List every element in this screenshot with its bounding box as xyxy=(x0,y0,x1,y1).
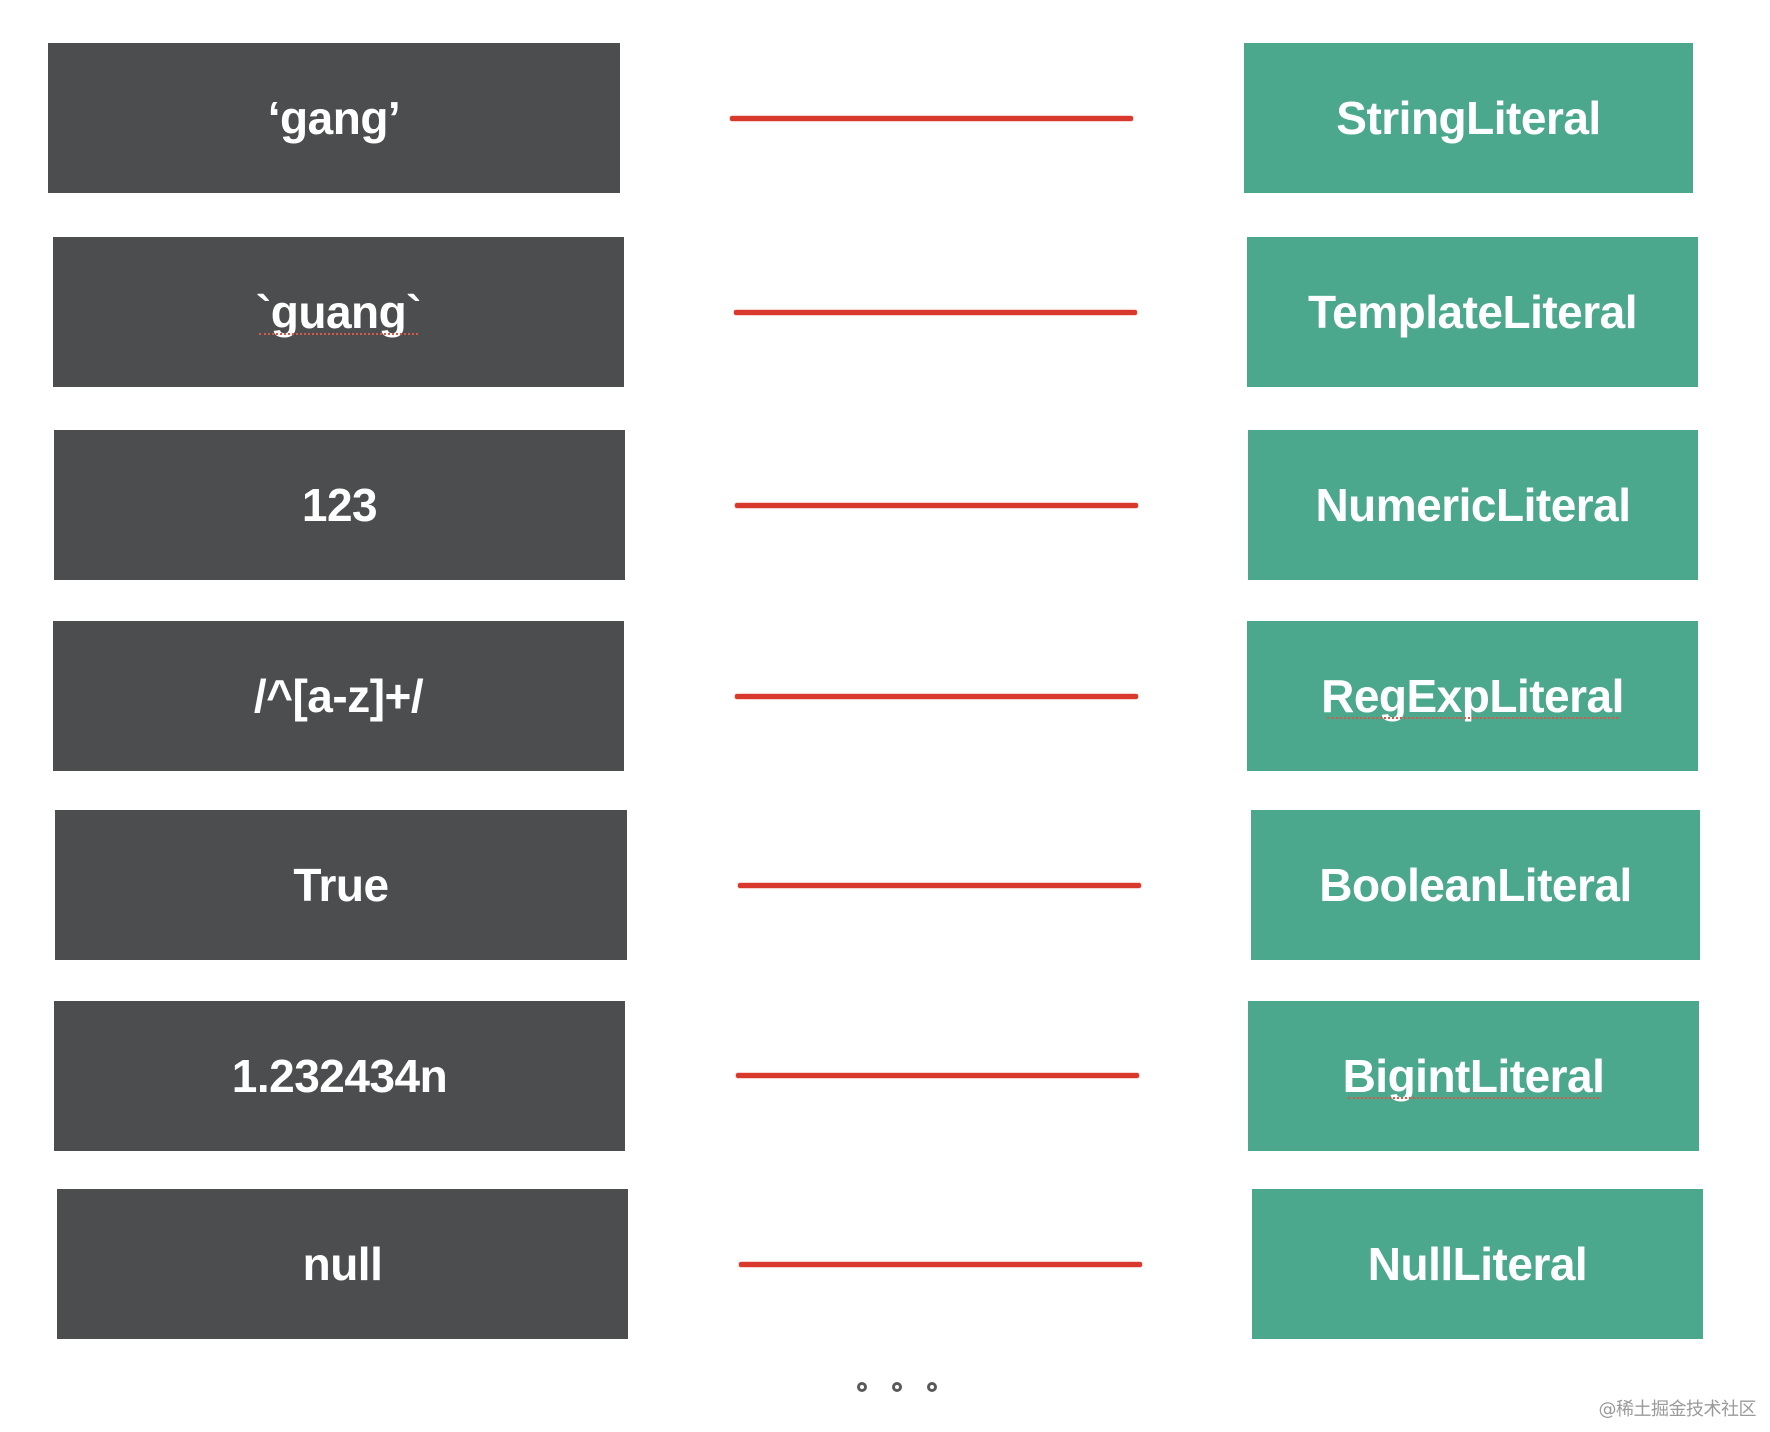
watermark: @稀土掘金技术社区 xyxy=(1598,1399,1757,1420)
source-label: /^[a-z]+/ xyxy=(253,670,424,722)
connector-line xyxy=(738,883,1141,888)
source-label: `guang` xyxy=(255,286,422,338)
node-box-string-literal: StringLiteral xyxy=(1244,43,1693,193)
node-type-label: TemplateLiteral xyxy=(1307,286,1638,338)
node-type-label: NullLiteral xyxy=(1367,1238,1588,1290)
source-box-numeric: 123 xyxy=(54,430,625,580)
node-type-label: StringLiteral xyxy=(1336,92,1601,144)
source-box-template: `guang` xyxy=(53,237,624,387)
source-label: True xyxy=(293,859,389,911)
node-box-boolean-literal: BooleanLiteral xyxy=(1251,810,1700,960)
node-type-label: NumericLiteral xyxy=(1315,479,1631,531)
node-type-label: RegExpLiteral xyxy=(1321,670,1624,722)
ellipsis-dot xyxy=(857,1382,867,1392)
source-box-boolean: True xyxy=(55,810,627,960)
connector-line xyxy=(736,1073,1139,1078)
node-type-label: BooleanLiteral xyxy=(1319,859,1632,911)
connector-line xyxy=(735,503,1138,508)
node-type-label: BigintLiteral xyxy=(1342,1050,1605,1102)
ellipsis-dot xyxy=(892,1382,902,1392)
node-box-numeric-literal: NumericLiteral xyxy=(1248,430,1698,580)
node-box-null-literal: NullLiteral xyxy=(1252,1189,1703,1339)
connector-line xyxy=(734,310,1137,315)
source-box-string: ‘gang’ xyxy=(48,43,620,193)
source-box-null: null xyxy=(57,1189,628,1339)
source-label: ‘gang’ xyxy=(267,92,401,144)
connector-line xyxy=(739,1262,1142,1267)
source-label: 123 xyxy=(301,479,378,531)
source-box-bigint: 1.232434n xyxy=(54,1001,625,1151)
source-label: 1.232434n xyxy=(231,1050,448,1102)
source-box-regexp: /^[a-z]+/ xyxy=(53,621,624,771)
node-box-bigint-literal: BigintLiteral xyxy=(1248,1001,1699,1151)
node-box-regexp-literal: RegExpLiteral xyxy=(1247,621,1698,771)
connector-line xyxy=(735,694,1138,699)
ellipsis-dot xyxy=(927,1382,937,1392)
connector-line xyxy=(730,116,1133,121)
source-label: null xyxy=(302,1238,383,1290)
node-box-template-literal: TemplateLiteral xyxy=(1247,237,1698,387)
